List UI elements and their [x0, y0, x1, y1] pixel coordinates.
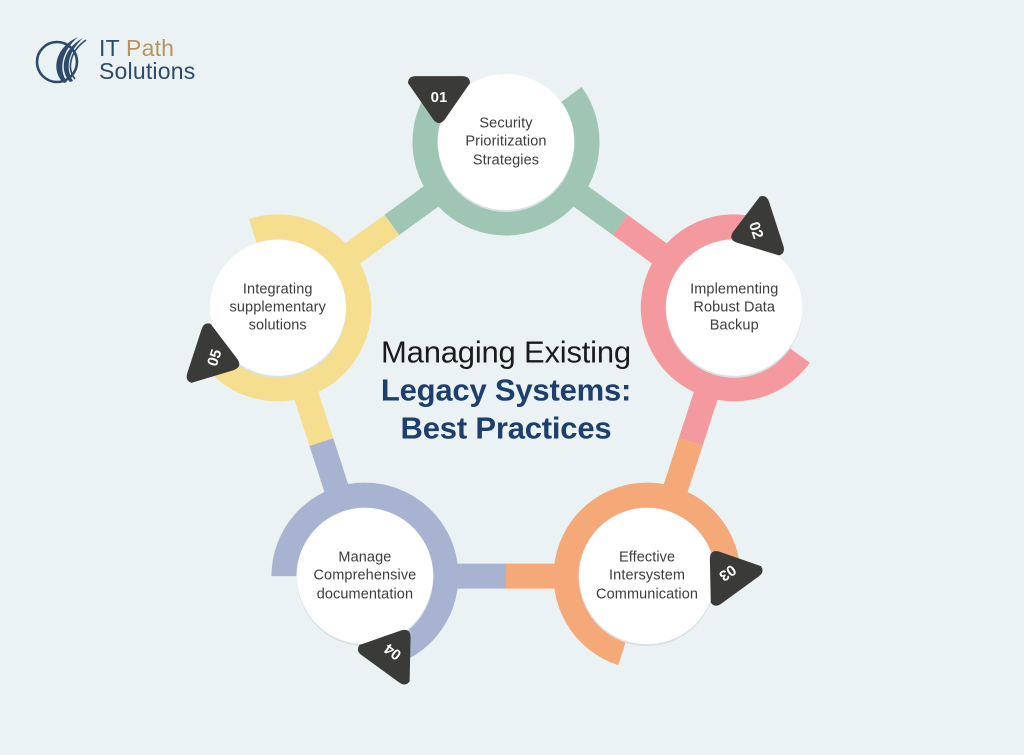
- brand-line-1: IT Path: [99, 34, 195, 61]
- brand-logo: IT Path Solutions: [34, 32, 195, 88]
- node-circle-group: [209, 74, 803, 647]
- badge-shape: [709, 551, 763, 606]
- node-ring-05: [202, 214, 372, 402]
- title-plain: Managing Existing: [381, 334, 631, 370]
- ring-group: [202, 87, 810, 666]
- badge-shape: [408, 76, 471, 124]
- badge-shape: [186, 323, 240, 383]
- node-badge-04: 04: [357, 629, 411, 685]
- brand-path: Path: [126, 34, 175, 61]
- node-ring-02: [640, 214, 810, 402]
- node-ring-03: [553, 482, 741, 666]
- badge-shape: [357, 629, 411, 685]
- title-accent: Legacy Systems: Best Practices: [380, 372, 632, 445]
- double-crescent-mark-icon: [35, 37, 87, 84]
- node-badge-01: 01: [408, 76, 471, 124]
- node-badge-02: 02: [731, 195, 784, 256]
- page-title: Managing Existing Legacy Systems: Best P…: [356, 333, 656, 446]
- brand-it: IT: [99, 34, 120, 61]
- brand-wordmark: IT Path Solutions: [99, 34, 196, 84]
- node-badge-03: 03: [709, 551, 763, 606]
- node-circle-01[interactable]: [438, 74, 574, 210]
- node-ring-04: [271, 482, 459, 666]
- node-circle-02[interactable]: [666, 239, 803, 376]
- brand-line-2: Solutions: [99, 58, 196, 84]
- badge-shape: [731, 195, 784, 256]
- badge-group: 01 02 03 04 05: [186, 76, 784, 685]
- badge-number: 03: [716, 561, 739, 585]
- badge-number: 01: [431, 89, 448, 106]
- badge-number: 05: [204, 347, 225, 368]
- node-circle-03[interactable]: [579, 508, 716, 645]
- badge-number: 02: [745, 220, 766, 241]
- node-badge-05: 05: [186, 323, 240, 383]
- node-circle-04[interactable]: [296, 508, 433, 645]
- node-ring-01: [412, 87, 600, 236]
- node-circle-05[interactable]: [209, 239, 346, 376]
